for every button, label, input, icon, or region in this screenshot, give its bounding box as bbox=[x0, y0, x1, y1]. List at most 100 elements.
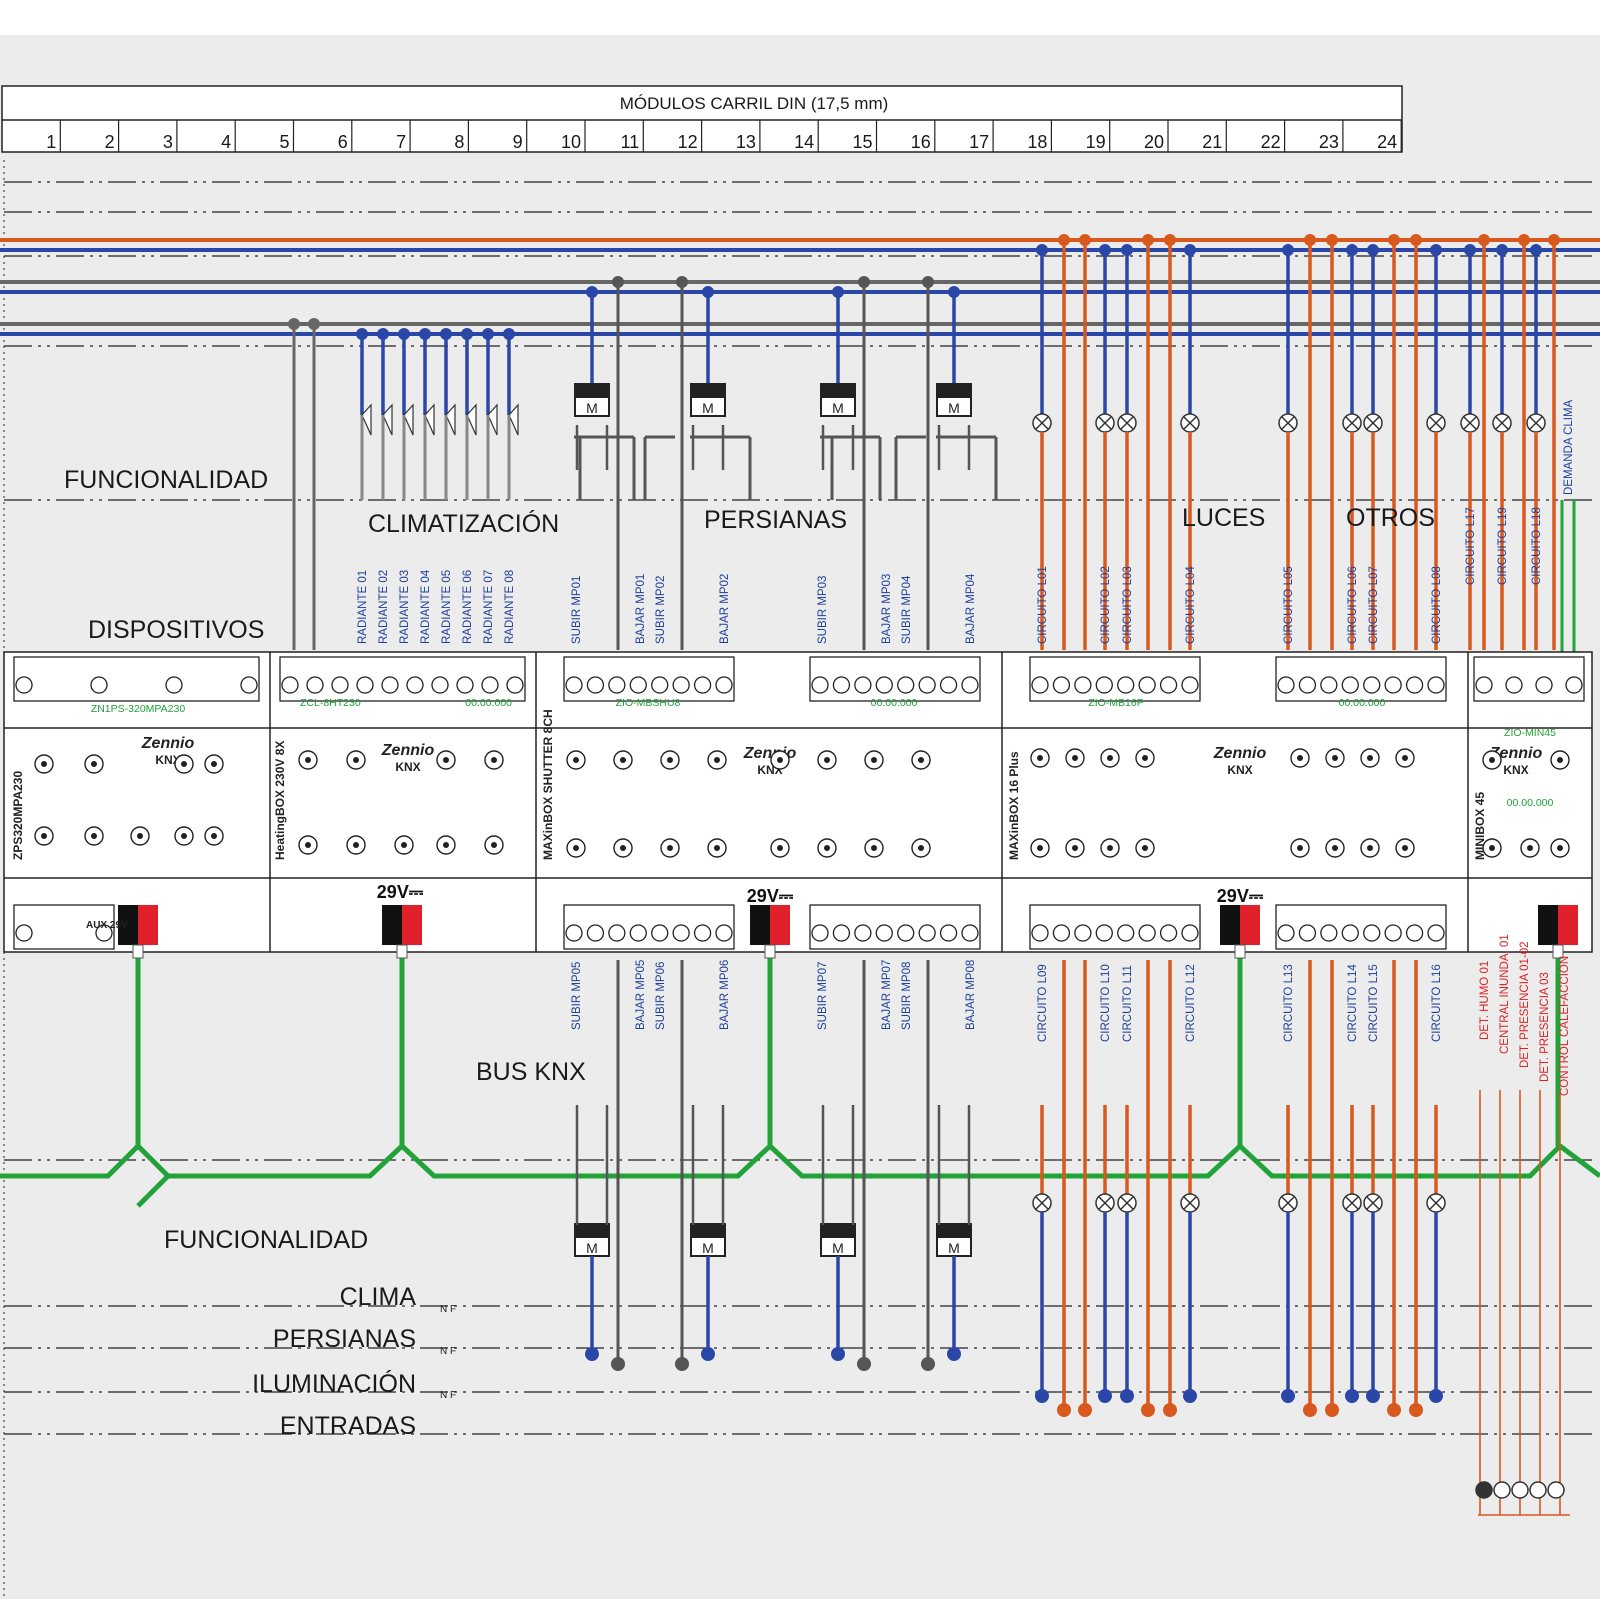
vertical-label: CIRCUITO L14 bbox=[1347, 964, 1359, 1042]
module-number: 24 bbox=[1377, 132, 1397, 152]
vertical-label: RADIANTE 05 bbox=[441, 570, 453, 644]
din-rail-devices bbox=[3, 651, 1593, 953]
module-number: 4 bbox=[221, 132, 231, 152]
bus-voltage-label: 29V⎓ bbox=[377, 882, 424, 902]
devices: 29V⎓29V⎓29V⎓ZennioKNXZennioKNXZennioKNXZ… bbox=[3, 651, 1593, 959]
svg-text:M: M bbox=[832, 1240, 844, 1256]
module-number: 19 bbox=[1086, 132, 1106, 152]
svg-text:M: M bbox=[586, 400, 598, 416]
zennio-logo: Zennio bbox=[1213, 745, 1267, 762]
label-funcionalidad-top: FUNCIONALIDAD bbox=[64, 466, 268, 494]
device-label: 00.00.000 bbox=[871, 697, 918, 709]
module-number: 11 bbox=[621, 132, 640, 152]
label-persianas: PERSIANAS bbox=[704, 506, 847, 534]
knx-logo: KNX bbox=[395, 760, 420, 774]
vertical-label: CIRCUITO L12 bbox=[1185, 964, 1197, 1042]
vertical-label: CIRCUITO L18 bbox=[1531, 507, 1543, 585]
legend-iluminacion: ILUMINACIÓN bbox=[252, 1369, 416, 1398]
module-number: 16 bbox=[911, 132, 931, 152]
module-number: 1 bbox=[46, 132, 56, 152]
device-label: ZIO-MIN45 bbox=[1504, 727, 1556, 739]
vertical-label: DET. HUMO 01 bbox=[1479, 961, 1491, 1040]
vertical-label: RADIANTE 03 bbox=[399, 570, 411, 644]
label-dispositivos: DISPOSITIVOS bbox=[88, 616, 264, 644]
vertical-label: CIRCUITO L04 bbox=[1185, 566, 1197, 644]
module-number: 3 bbox=[163, 132, 173, 152]
vertical-label: RADIANTE 07 bbox=[483, 570, 495, 644]
vertical-label: SUBIR MP06 bbox=[655, 962, 667, 1030]
device-side-label: MAXinBOX 16 Plus bbox=[1007, 751, 1021, 860]
module-number: 8 bbox=[454, 132, 464, 152]
bus-voltage-label: 29V⎓ bbox=[747, 886, 794, 906]
vertical-label: CIRCUITO L19 bbox=[1497, 507, 1509, 585]
module-number: 5 bbox=[279, 132, 289, 152]
svg-text:M: M bbox=[702, 400, 714, 416]
vertical-label: BAJAR MP07 bbox=[881, 960, 893, 1030]
vertical-label: SUBIR MP04 bbox=[901, 575, 913, 644]
vertical-label: RADIANTE 02 bbox=[378, 570, 390, 644]
zennio-logo: Zennio bbox=[381, 742, 435, 759]
vertical-label: CIRCUITO L03 bbox=[1122, 566, 1134, 644]
legend-persianas: PERSIANAS bbox=[273, 1325, 416, 1353]
terminal-block-minibox bbox=[1473, 656, 1585, 702]
label-otros: OTROS bbox=[1346, 504, 1435, 532]
module-number: 13 bbox=[736, 132, 756, 152]
vertical-label: CENTRAL INUNDA. 01 bbox=[1499, 934, 1511, 1054]
vertical-label: SUBIR MP03 bbox=[817, 576, 829, 644]
vertical-label: SUBIR MP08 bbox=[901, 962, 913, 1030]
vertical-label: CIRCUITO L08 bbox=[1431, 566, 1443, 644]
module-number: 21 bbox=[1202, 132, 1222, 152]
module-number: 18 bbox=[1027, 132, 1047, 152]
din-header-title: MÓDULOS CARRIL DIN (17,5 mm) bbox=[620, 94, 889, 113]
aux-label: AUX 29V bbox=[86, 920, 128, 931]
module-number: 20 bbox=[1144, 132, 1164, 152]
legend-entradas: ENTRADAS bbox=[280, 1412, 416, 1440]
vertical-label: RADIANTE 06 bbox=[462, 570, 474, 644]
vertical-label: CIRCUITO L17 bbox=[1465, 507, 1477, 585]
device-label: ZN1PS-320MPA230 bbox=[91, 703, 186, 715]
vertical-label: CIRCUITO L07 bbox=[1368, 566, 1380, 644]
vertical-label: BAJAR MP01 bbox=[635, 574, 647, 644]
device-side-label: MINIBOX 45 bbox=[1473, 792, 1487, 860]
knx-logo: KNX bbox=[1503, 763, 1528, 777]
device-side-label: ZPS320MPA230 bbox=[11, 771, 25, 860]
module-number: 12 bbox=[678, 132, 698, 152]
vertical-label: CIRCUITO L05 bbox=[1283, 566, 1295, 644]
vertical-label: BAJAR MP06 bbox=[719, 960, 731, 1030]
bus-voltage-label: 29V⎓ bbox=[1217, 886, 1264, 906]
device-label: 00.00.000 bbox=[1339, 697, 1386, 709]
module-number: 17 bbox=[969, 132, 989, 152]
vertical-label: BAJAR MP02 bbox=[719, 574, 731, 644]
vertical-label: CIRCUITO L13 bbox=[1283, 964, 1295, 1042]
vertical-label: BAJAR MP03 bbox=[881, 574, 893, 644]
device-label: ZCL-8HT230 bbox=[300, 697, 361, 709]
module-number: 14 bbox=[794, 132, 814, 152]
vertical-label: RADIANTE 04 bbox=[420, 569, 432, 644]
label-bus-knx: BUS KNX bbox=[476, 1058, 586, 1086]
svg-text:M: M bbox=[586, 1240, 598, 1256]
label-funcionalidad-bottom: FUNCIONALIDAD bbox=[164, 1226, 368, 1254]
vertical-label: CIRCUITO L06 bbox=[1347, 566, 1359, 644]
terminal-block-psu bbox=[13, 656, 260, 702]
bus-line bbox=[0, 1142, 1600, 1179]
device-address: 00.00.000 bbox=[1507, 797, 1554, 809]
vertical-label: BAJAR MP04 bbox=[965, 573, 977, 644]
module-number: 9 bbox=[513, 132, 523, 152]
vertical-label: BAJAR MP05 bbox=[635, 960, 647, 1030]
legend: CLIMA PERSIANAS ILUMINACIÓN ENTRADAS N F… bbox=[252, 1283, 456, 1440]
vertical-label: DET. PRESENCIA 03 bbox=[1539, 972, 1551, 1082]
legend-clima: CLIMA bbox=[340, 1283, 417, 1311]
knx-logo: KNX bbox=[1227, 763, 1252, 777]
module-number: 22 bbox=[1261, 132, 1281, 152]
label-luces: LUCES bbox=[1182, 504, 1265, 532]
module-number: 2 bbox=[105, 132, 115, 152]
vertical-label: CIRCUITO L02 bbox=[1100, 566, 1112, 644]
device-side-label: HeatingBOX 230V 8X bbox=[273, 741, 287, 860]
svg-text:M: M bbox=[702, 1240, 714, 1256]
vertical-label: DEMANDA CLIMA bbox=[1563, 399, 1575, 495]
vertical-label: CIRCUITO L15 bbox=[1368, 964, 1380, 1042]
